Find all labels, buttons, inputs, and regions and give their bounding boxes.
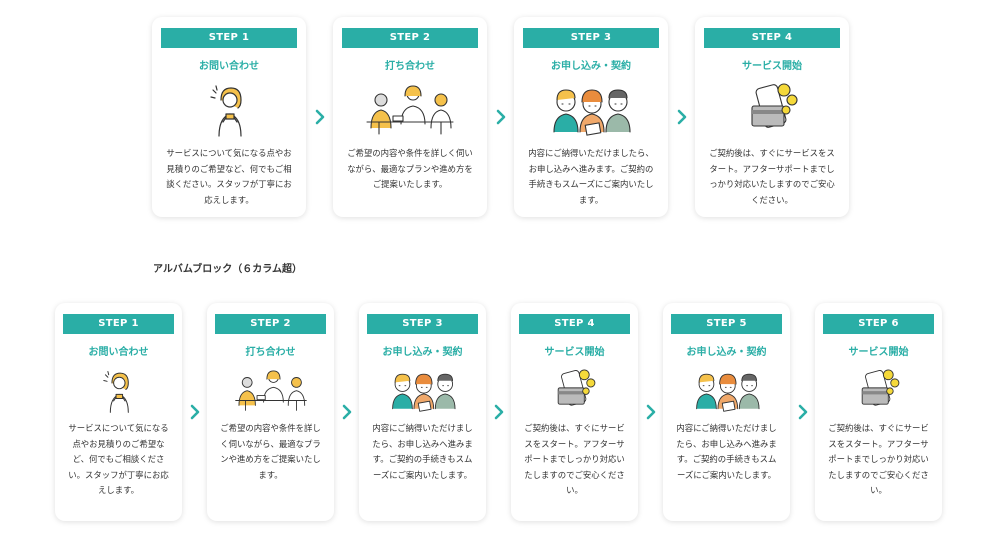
step-title: 打ち合わせ [245,347,296,358]
step-title: お問い合わせ [88,347,149,358]
step-title: サービス開始 [544,347,605,358]
step-description: ご契約後は、すぐにサービスをスタート。アフターサポートまでしっかり対応いたします… [709,148,835,205]
chevron-right-icon [638,404,663,420]
section-heading: アルバムブロック（６カラム超） [153,264,302,275]
chevron-right-icon [486,404,511,420]
phone-card-icon [742,78,802,138]
step-description: サービスについて気になる点やお見積りのご希望など、何でもご相談ください。スタッフ… [68,423,169,496]
chevron-right-icon [334,404,359,420]
step-title: 打ち合わせ [385,61,435,72]
step-badge: STEP 3 [367,314,478,334]
flow-row-6-column: STEP 1 お問い合わせ サービスについて気になる点やお見積りのご希望など、何で… [55,303,942,521]
step-card: STEP 2 打ち合わせ ご希望の内容や条件を詳しく伺いながら、最適なプランや進め… [333,17,487,217]
chevron-right-icon [668,109,695,125]
step-title: サービス開始 [848,347,909,358]
step-card: STEP 1 お問い合わせ サービスについて気になる点やお見積りのご希望など、何で… [152,17,306,217]
contract-people-icon [546,78,636,138]
step-card: STEP 3 お申し込み・契約 内容にご納得いただけましたら、お申し込みへ進みます… [359,303,486,521]
inquiry-person-icon [94,364,143,414]
step-card: STEP 6 サービス開始 ご契約後は、すぐにサービスをスタート。アフターサポート… [815,303,942,521]
step-description: 内容にご納得いただけましたら、お申し込みへ進みます。ご契約の手続きもスムーズにご… [372,423,473,480]
chevron-right-icon [182,404,207,420]
step-description: サービスについて気になる点やお見積りのご希望など、何でもご相談ください。スタッフ… [166,148,292,205]
step-badge: STEP 6 [823,314,934,334]
step-badge: STEP 2 [215,314,326,334]
step-card: STEP 2 打ち合わせ ご希望の内容や条件を詳しく伺いながら、最適なプランや進め… [207,303,334,521]
inquiry-person-icon [199,78,259,138]
phone-card-icon [550,364,599,414]
step-title: お申し込み・契約 [686,347,767,358]
step-card: STEP 5 お申し込み・契約 内容にご納得いただけましたら、お申し込みへ進みます… [663,303,790,521]
meeting-icon [365,78,455,138]
step-badge: STEP 1 [161,28,297,48]
step-badge: STEP 3 [523,28,659,48]
step-description: ご希望の内容や条件を詳しく伺いながら、最適なプランや進め方をご提案いたします。 [220,423,321,480]
step-badge: STEP 1 [63,314,174,334]
step-description: ご希望の内容や条件を詳しく伺いながら、最適なプランや進め方をご提案いたします。 [347,148,473,190]
step-description: ご契約後は、すぐにサービスをスタート。アフターサポートまでしっかり対応いたします… [524,423,625,496]
step-badge: STEP 4 [704,28,840,48]
step-title: お申し込み・契約 [382,347,463,358]
chevron-right-icon [487,109,514,125]
step-card: STEP 3 お申し込み・契約 内容にご納得いただけましたら、お申し込みへ進みます… [514,17,668,217]
contract-people-icon [386,364,460,414]
step-title: お申し込み・契約 [551,61,631,72]
chevron-right-icon [306,109,333,125]
meeting-icon [234,364,308,414]
step-badge: STEP 4 [519,314,630,334]
step-badge: STEP 2 [342,28,478,48]
step-description: 内容にご納得いただけましたら、お申し込みへ進みます。ご契約の手続きもスムーズにご… [676,423,777,480]
step-card: STEP 4 サービス開始 ご契約後は、すぐにサービスをスタート。アフターサポート… [511,303,638,521]
contract-people-icon [690,364,764,414]
step-title: お問い合わせ [199,61,259,72]
step-description: 内容にご納得いただけましたら、お申し込みへ進みます。ご契約の手続きもスムーズにご… [528,148,654,205]
step-title: サービス開始 [742,61,802,72]
step-card: STEP 1 お問い合わせ サービスについて気になる点やお見積りのご希望など、何で… [55,303,182,521]
chevron-right-icon [790,404,815,420]
step-description: ご契約後は、すぐにサービスをスタート。アフターサポートまでしっかり対応いたします… [828,423,929,496]
phone-card-icon [854,364,903,414]
step-badge: STEP 5 [671,314,782,334]
flow-row-4-column: STEP 1 お問い合わせ サービスについて気になる点やお見積りのご希望など、何で… [152,17,849,217]
step-card: STEP 4 サービス開始 ご契約後は、すぐにサービスをスタート。アフターサポート… [695,17,849,217]
